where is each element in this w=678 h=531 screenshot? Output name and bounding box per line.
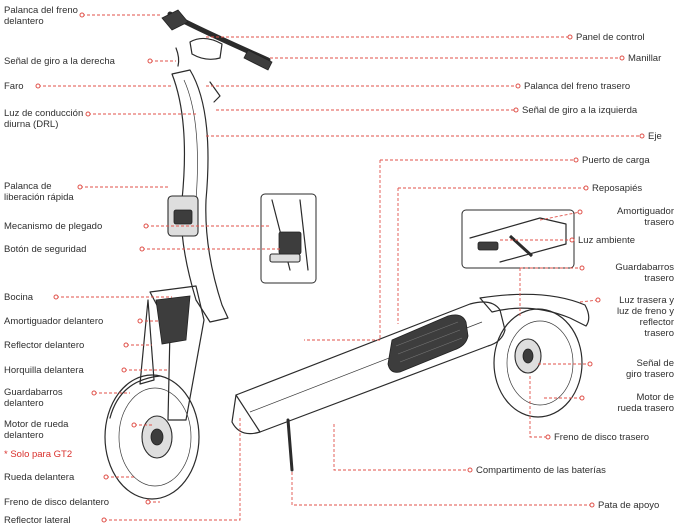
label-horn: Bocina: [4, 292, 34, 303]
label-rear-disc-brake: Freno de disco trasero: [554, 432, 650, 443]
label-side-reflector: Reflector lateral: [4, 515, 71, 526]
label-tail-brake-light: Luz trasera y luz de freno y reflector t…: [616, 295, 674, 339]
label-drl: Luz de conducción diurna (DRL): [4, 108, 84, 130]
leaders-left: [35, 12, 280, 523]
label-rear-fender: Guardabarros trasero: [615, 262, 674, 284]
label-footrest: Reposapiés: [592, 183, 643, 194]
label-front-shock: Amortiguador delantero: [4, 316, 104, 327]
label-front-disc-brake: Freno de disco delantero: [4, 497, 110, 508]
handlebar: [161, 9, 273, 103]
label-control-panel: Panel de control: [576, 32, 645, 43]
deck: [231, 301, 506, 435]
label-rear-brake-lever: Palanca del freno trasero: [524, 81, 631, 92]
label-right-turn-signal: Señal de giro a la derecha: [4, 56, 115, 67]
label-stem: Eje: [648, 131, 662, 142]
label-handlebar: Manillar: [628, 53, 662, 64]
label-rear-turn-signal: Señal de giro trasero: [625, 358, 674, 380]
label-rear-shock: Amortiguador trasero: [616, 206, 674, 228]
label-front-reflector: Reflector delantero: [4, 340, 85, 351]
label-front-fender: Guardabarros delantero: [4, 387, 63, 409]
label-front-brake-lever: Palanca del freno delantero: [4, 5, 78, 27]
label-rear-hub-motor: Motor de rueda trasero: [617, 392, 674, 414]
front-wheel: [104, 374, 200, 500]
folding-zoom-inset: [260, 193, 317, 284]
leaders-right: [206, 34, 645, 508]
label-kickstand: Pata de apoyo: [598, 500, 660, 511]
label-gt2-note: * Solo para GT2: [4, 449, 73, 460]
label-folding-mechanism: Mecanismo de plegado: [4, 221, 103, 232]
label-safety-button: Botón de seguridad: [4, 244, 87, 255]
label-headlight: Faro: [4, 81, 24, 92]
label-battery-compartment: Compartimento de las baterías: [476, 465, 606, 476]
foot-pad: [387, 314, 469, 373]
rear-fender: [479, 293, 590, 327]
stem: [167, 69, 229, 323]
rear-wheel: [493, 308, 583, 418]
label-front-hub-motor: Motor de rueda delantero: [4, 419, 69, 441]
rear-zoom-inset: [461, 209, 575, 269]
front-fork: [139, 285, 205, 421]
kickstand: [286, 418, 294, 472]
label-front-wheel: Rueda delantera: [4, 472, 75, 483]
label-ambient-light: Luz ambiente: [578, 235, 636, 246]
label-left-turn-signal: Señal de giro a la izquierda: [522, 105, 638, 116]
label-quick-release-lever: Palanca de liberación rápida: [4, 181, 74, 203]
label-charging-port: Puerto de carga: [582, 155, 650, 166]
label-front-fork: Horquilla delantera: [4, 365, 84, 376]
